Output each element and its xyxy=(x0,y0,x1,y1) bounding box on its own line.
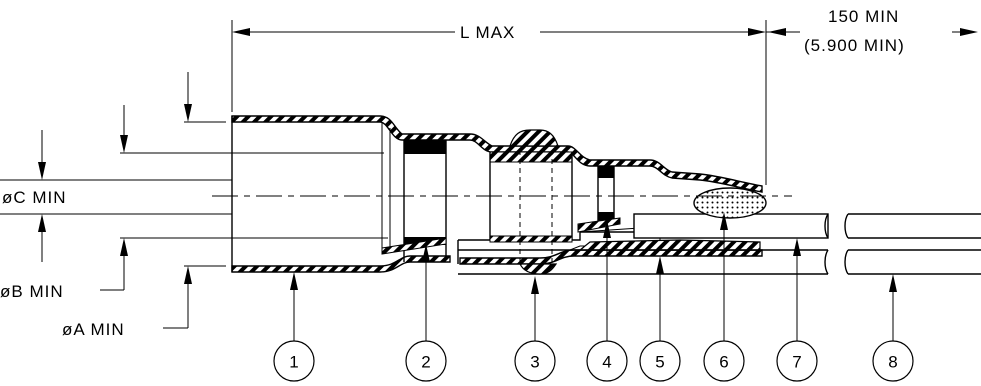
arrow-up-icon xyxy=(184,266,192,284)
dimension-dia-c: øC MIN xyxy=(0,130,232,262)
lead-length-mm-label: 150 MIN xyxy=(828,7,899,26)
inner-ring-2 xyxy=(381,140,447,262)
dia-c-label: øC MIN xyxy=(2,188,67,207)
arrow-left-icon xyxy=(768,28,786,36)
dia-b-label: øB MIN xyxy=(0,282,64,301)
arrow-up-icon xyxy=(120,238,128,256)
dimension-dia-b: øB MIN xyxy=(0,105,388,301)
inner-conductor-tube xyxy=(457,213,829,275)
balloon-label: 2 xyxy=(421,353,430,372)
balloon-6: 6 xyxy=(703,340,745,382)
dimension-l-max: L MAX xyxy=(231,20,767,185)
dimension-dia-a: øA MIN xyxy=(62,72,226,339)
arrow-right-icon xyxy=(960,28,978,36)
lead-wires-8 xyxy=(844,213,981,275)
arrow-left-icon xyxy=(232,28,250,36)
lead-length-in-label: (5.900 MIN) xyxy=(804,36,905,55)
balloon-label: 1 xyxy=(289,353,298,372)
balloon-7: 7 xyxy=(776,340,818,382)
sealing-plug-6 xyxy=(693,187,767,219)
center-band-3 xyxy=(489,129,573,275)
sleeve-body xyxy=(231,115,763,273)
dia-a-label: øA MIN xyxy=(62,320,125,339)
balloon-label: 4 xyxy=(602,353,611,372)
balloon-label: 7 xyxy=(792,353,801,372)
balloon-4: 4 xyxy=(586,340,628,382)
balloon-2: 2 xyxy=(405,340,447,382)
ring-4 xyxy=(577,166,621,233)
arrow-down-icon xyxy=(38,162,46,180)
balloon-3: 3 xyxy=(514,340,556,382)
arrow-down-icon xyxy=(120,135,128,153)
dimension-lead-length: 150 MIN (5.900 MIN) xyxy=(766,7,978,55)
arrow-up-icon xyxy=(38,214,46,232)
balloon-label: 5 xyxy=(655,353,664,372)
balloon-1: 1 xyxy=(273,340,315,382)
arrow-right-icon xyxy=(748,28,766,36)
dimension-l-max-label: L MAX xyxy=(460,23,515,42)
balloon-label: 3 xyxy=(530,353,539,372)
arrow-down-icon xyxy=(184,104,192,122)
balloon-8: 8 xyxy=(872,340,914,382)
balloon-label: 8 xyxy=(888,353,897,372)
leader-lines xyxy=(290,212,897,341)
balloon-5: 5 xyxy=(639,340,681,382)
balloon-label: 6 xyxy=(719,353,728,372)
